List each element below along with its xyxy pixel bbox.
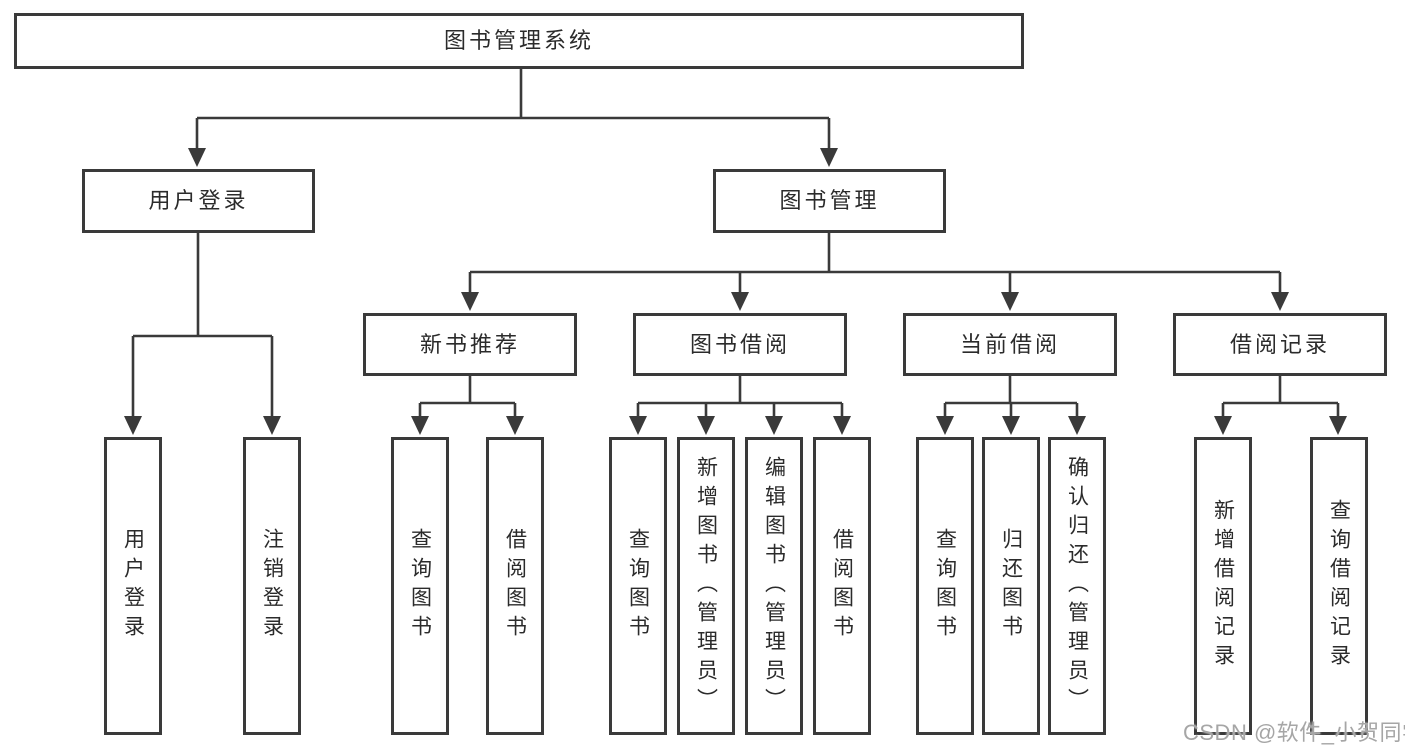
leaf-confirm-return-admin: 确认归还（管理员） [1048,437,1106,735]
leaf-borrow-books: 借阅图书 [813,437,871,735]
leaf-add-borrow-record: 新增借阅记录 [1194,437,1252,735]
leaf-user-login: 用户登录 [104,437,162,735]
leaf-query-borrow-record: 查询借阅记录 [1310,437,1368,735]
node-book-management: 图书管理 [713,169,946,233]
leaf-borrow-books-recommend: 借阅图书 [486,437,544,735]
leaf-query-books-current: 查询图书 [916,437,974,735]
leaf-query-books-recommend: 查询图书 [391,437,449,735]
node-new-book-recommend: 新书推荐 [363,313,577,376]
csdn-watermark: CSDN @软件_小贺同学 [1183,720,1405,745]
node-book-borrow: 图书借阅 [633,313,847,376]
leaf-add-books-admin: 新增图书（管理员） [677,437,735,735]
node-current-borrow: 当前借阅 [903,313,1117,376]
node-user-login: 用户登录 [82,169,315,233]
node-borrow-records: 借阅记录 [1173,313,1387,376]
arrowheads [124,148,1347,435]
leaf-edit-books-admin: 编辑图书（管理员） [745,437,803,735]
leaf-return-books: 归还图书 [982,437,1040,735]
leaf-logout: 注销登录 [243,437,301,735]
leaf-query-books-borrow: 查询图书 [609,437,667,735]
node-root: 图书管理系统 [14,13,1024,69]
